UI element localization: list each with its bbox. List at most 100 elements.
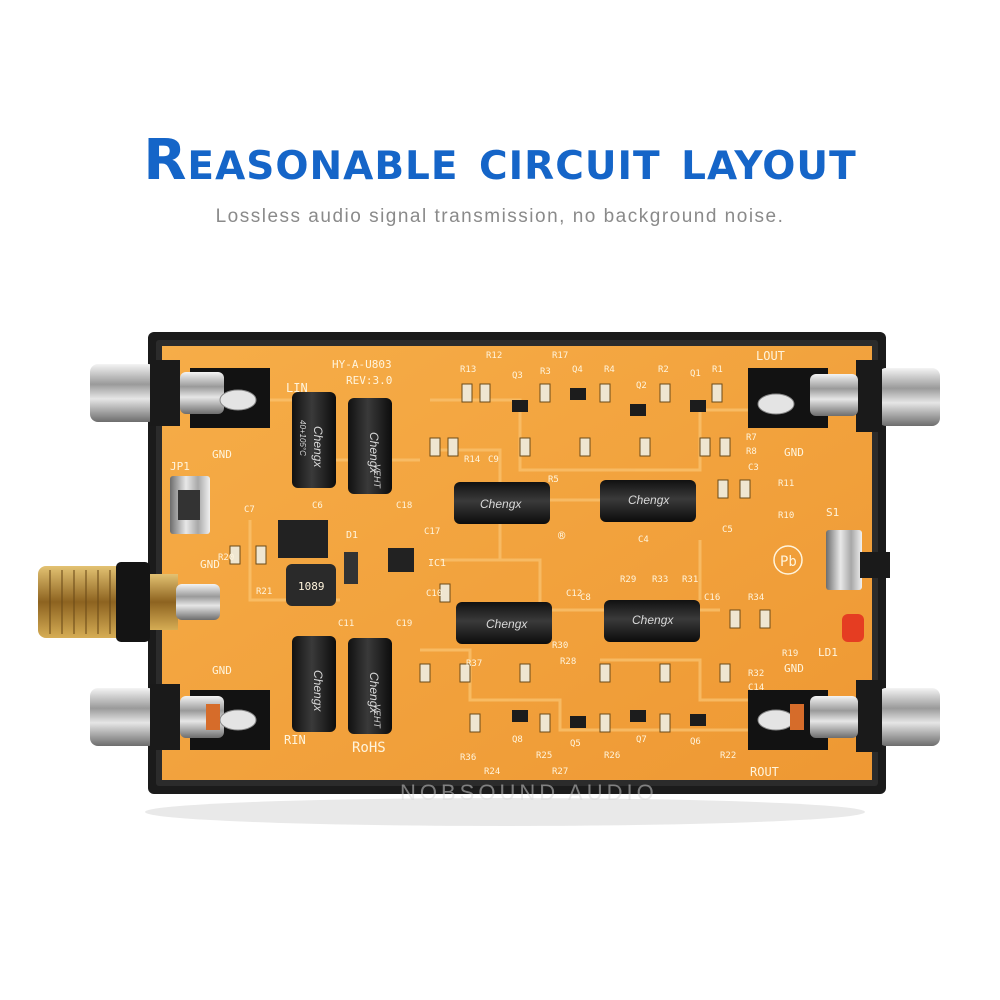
cap-label-5: Chengx [480, 497, 522, 511]
label-c16: C16 [704, 593, 720, 603]
label-r27: R27 [552, 767, 568, 777]
rca-jack-rin [90, 684, 257, 750]
label-q7: Q7 [636, 735, 647, 745]
pcb-model: HY-A-U803 [332, 358, 392, 371]
label-d1: D1 [346, 530, 358, 541]
label-c6: C6 [312, 501, 323, 511]
label-r22: R22 [720, 751, 736, 761]
label-lin: LIN [286, 381, 308, 395]
label-r4: R4 [604, 365, 615, 375]
label-q4: Q4 [572, 365, 583, 375]
label-c4: C4 [638, 535, 649, 545]
pcb-photo: Chengx Chengx Chengx Chengx Chengx Cheng… [38, 332, 940, 826]
label-c11: C11 [338, 619, 354, 629]
label-rin: RIN [284, 733, 306, 747]
label-r26: R26 [604, 751, 620, 761]
label-c9: C9 [488, 455, 499, 465]
label-r21: R21 [256, 587, 272, 597]
pcb-revision: REV:3.0 [346, 374, 392, 387]
label-q3: Q3 [512, 371, 523, 381]
label-q6: Q6 [690, 737, 701, 747]
cap-label-1: Chengx [311, 426, 325, 468]
inductor-label: 1089 [298, 580, 325, 593]
label-r7: R7 [746, 433, 757, 443]
cap-label-8: Chengx [632, 613, 674, 627]
label-gnd-2: GND [200, 558, 220, 571]
reflection [145, 798, 865, 826]
label-r34: R34 [748, 593, 764, 603]
label-r37: R37 [466, 659, 482, 669]
page-title: Reasonable circuit layout [143, 128, 857, 193]
label-r28: R28 [560, 657, 576, 667]
label-lout: LOUT [756, 349, 785, 363]
label-r14: R14 [464, 455, 480, 465]
cap-label-2: Chengx [367, 432, 381, 474]
label-c7: C7 [244, 505, 255, 515]
label-gnd-3: GND [212, 664, 232, 677]
registered-mark: ® [558, 529, 566, 543]
rca-jack-lin [90, 360, 257, 426]
label-q2: Q2 [636, 381, 647, 391]
label-s1: S1 [826, 506, 839, 519]
transistors [512, 388, 706, 728]
cap-marking-1: VEHT [372, 464, 382, 490]
label-c5: C5 [722, 525, 733, 535]
label-c10: C10 [426, 589, 442, 599]
label-r30: R30 [552, 641, 568, 651]
horizontal-capacitors [454, 480, 700, 644]
label-c19: C19 [396, 619, 412, 629]
label-q1: Q1 [690, 369, 701, 379]
cap-label-3: Chengx [311, 670, 325, 712]
pb-free-mark: Pb [780, 554, 797, 570]
label-c17: C17 [424, 527, 440, 537]
diode-d1 [344, 552, 358, 584]
label-gnd-5: GND [784, 662, 804, 675]
rca-jack-lout [757, 360, 940, 432]
label-c8: C8 [580, 593, 591, 603]
cap-rating: 40+105°C [298, 420, 307, 456]
label-r17: R17 [552, 351, 568, 361]
label-r20: R20 [218, 553, 234, 563]
cap-label-4: Chengx [367, 672, 381, 714]
rca-jack-rout [757, 680, 940, 752]
label-r3: R3 [540, 367, 551, 377]
label-r12: R12 [486, 351, 502, 361]
label-r24: R24 [484, 767, 500, 777]
label-r5: R5 [548, 475, 559, 485]
label-r33: R33 [652, 575, 668, 585]
cap-label-7: Chengx [486, 617, 528, 631]
inductor [286, 564, 336, 606]
ic1-chip [388, 548, 414, 572]
rohs-mark: RoHS [352, 740, 386, 756]
label-r13: R13 [460, 365, 476, 375]
label-ic1: IC1 [428, 558, 446, 569]
label-c12: C12 [566, 589, 582, 599]
watermark: NOBSOUND AUDIO [400, 780, 658, 805]
label-r11: R11 [778, 479, 794, 489]
label-c3: C3 [748, 463, 759, 473]
cap-marking-2: VEHT [372, 704, 382, 730]
switch-s1 [826, 530, 890, 590]
label-r2: R2 [658, 365, 669, 375]
label-jp1: JP1 [170, 460, 190, 473]
label-gnd-4: GND [784, 446, 804, 459]
led-ld1 [842, 614, 864, 642]
cap-label-6: Chengx [628, 493, 670, 507]
label-c18: C18 [396, 501, 412, 511]
ic-chip [278, 520, 328, 558]
label-r25: R25 [536, 751, 552, 761]
vertical-capacitors [292, 392, 392, 734]
label-r31: R31 [682, 575, 698, 585]
label-r8: R8 [746, 447, 757, 457]
label-r36: R36 [460, 753, 476, 763]
label-ld1: LD1 [818, 646, 838, 659]
label-q8: Q8 [512, 735, 523, 745]
label-rout: ROUT [750, 765, 779, 779]
usb-port [170, 476, 210, 534]
ground-terminal [38, 562, 220, 642]
label-r1: R1 [712, 365, 723, 375]
label-q5: Q5 [570, 739, 581, 749]
label-r19: R19 [782, 649, 798, 659]
label-r32: R32 [748, 669, 764, 679]
smd-components [229, 383, 771, 733]
